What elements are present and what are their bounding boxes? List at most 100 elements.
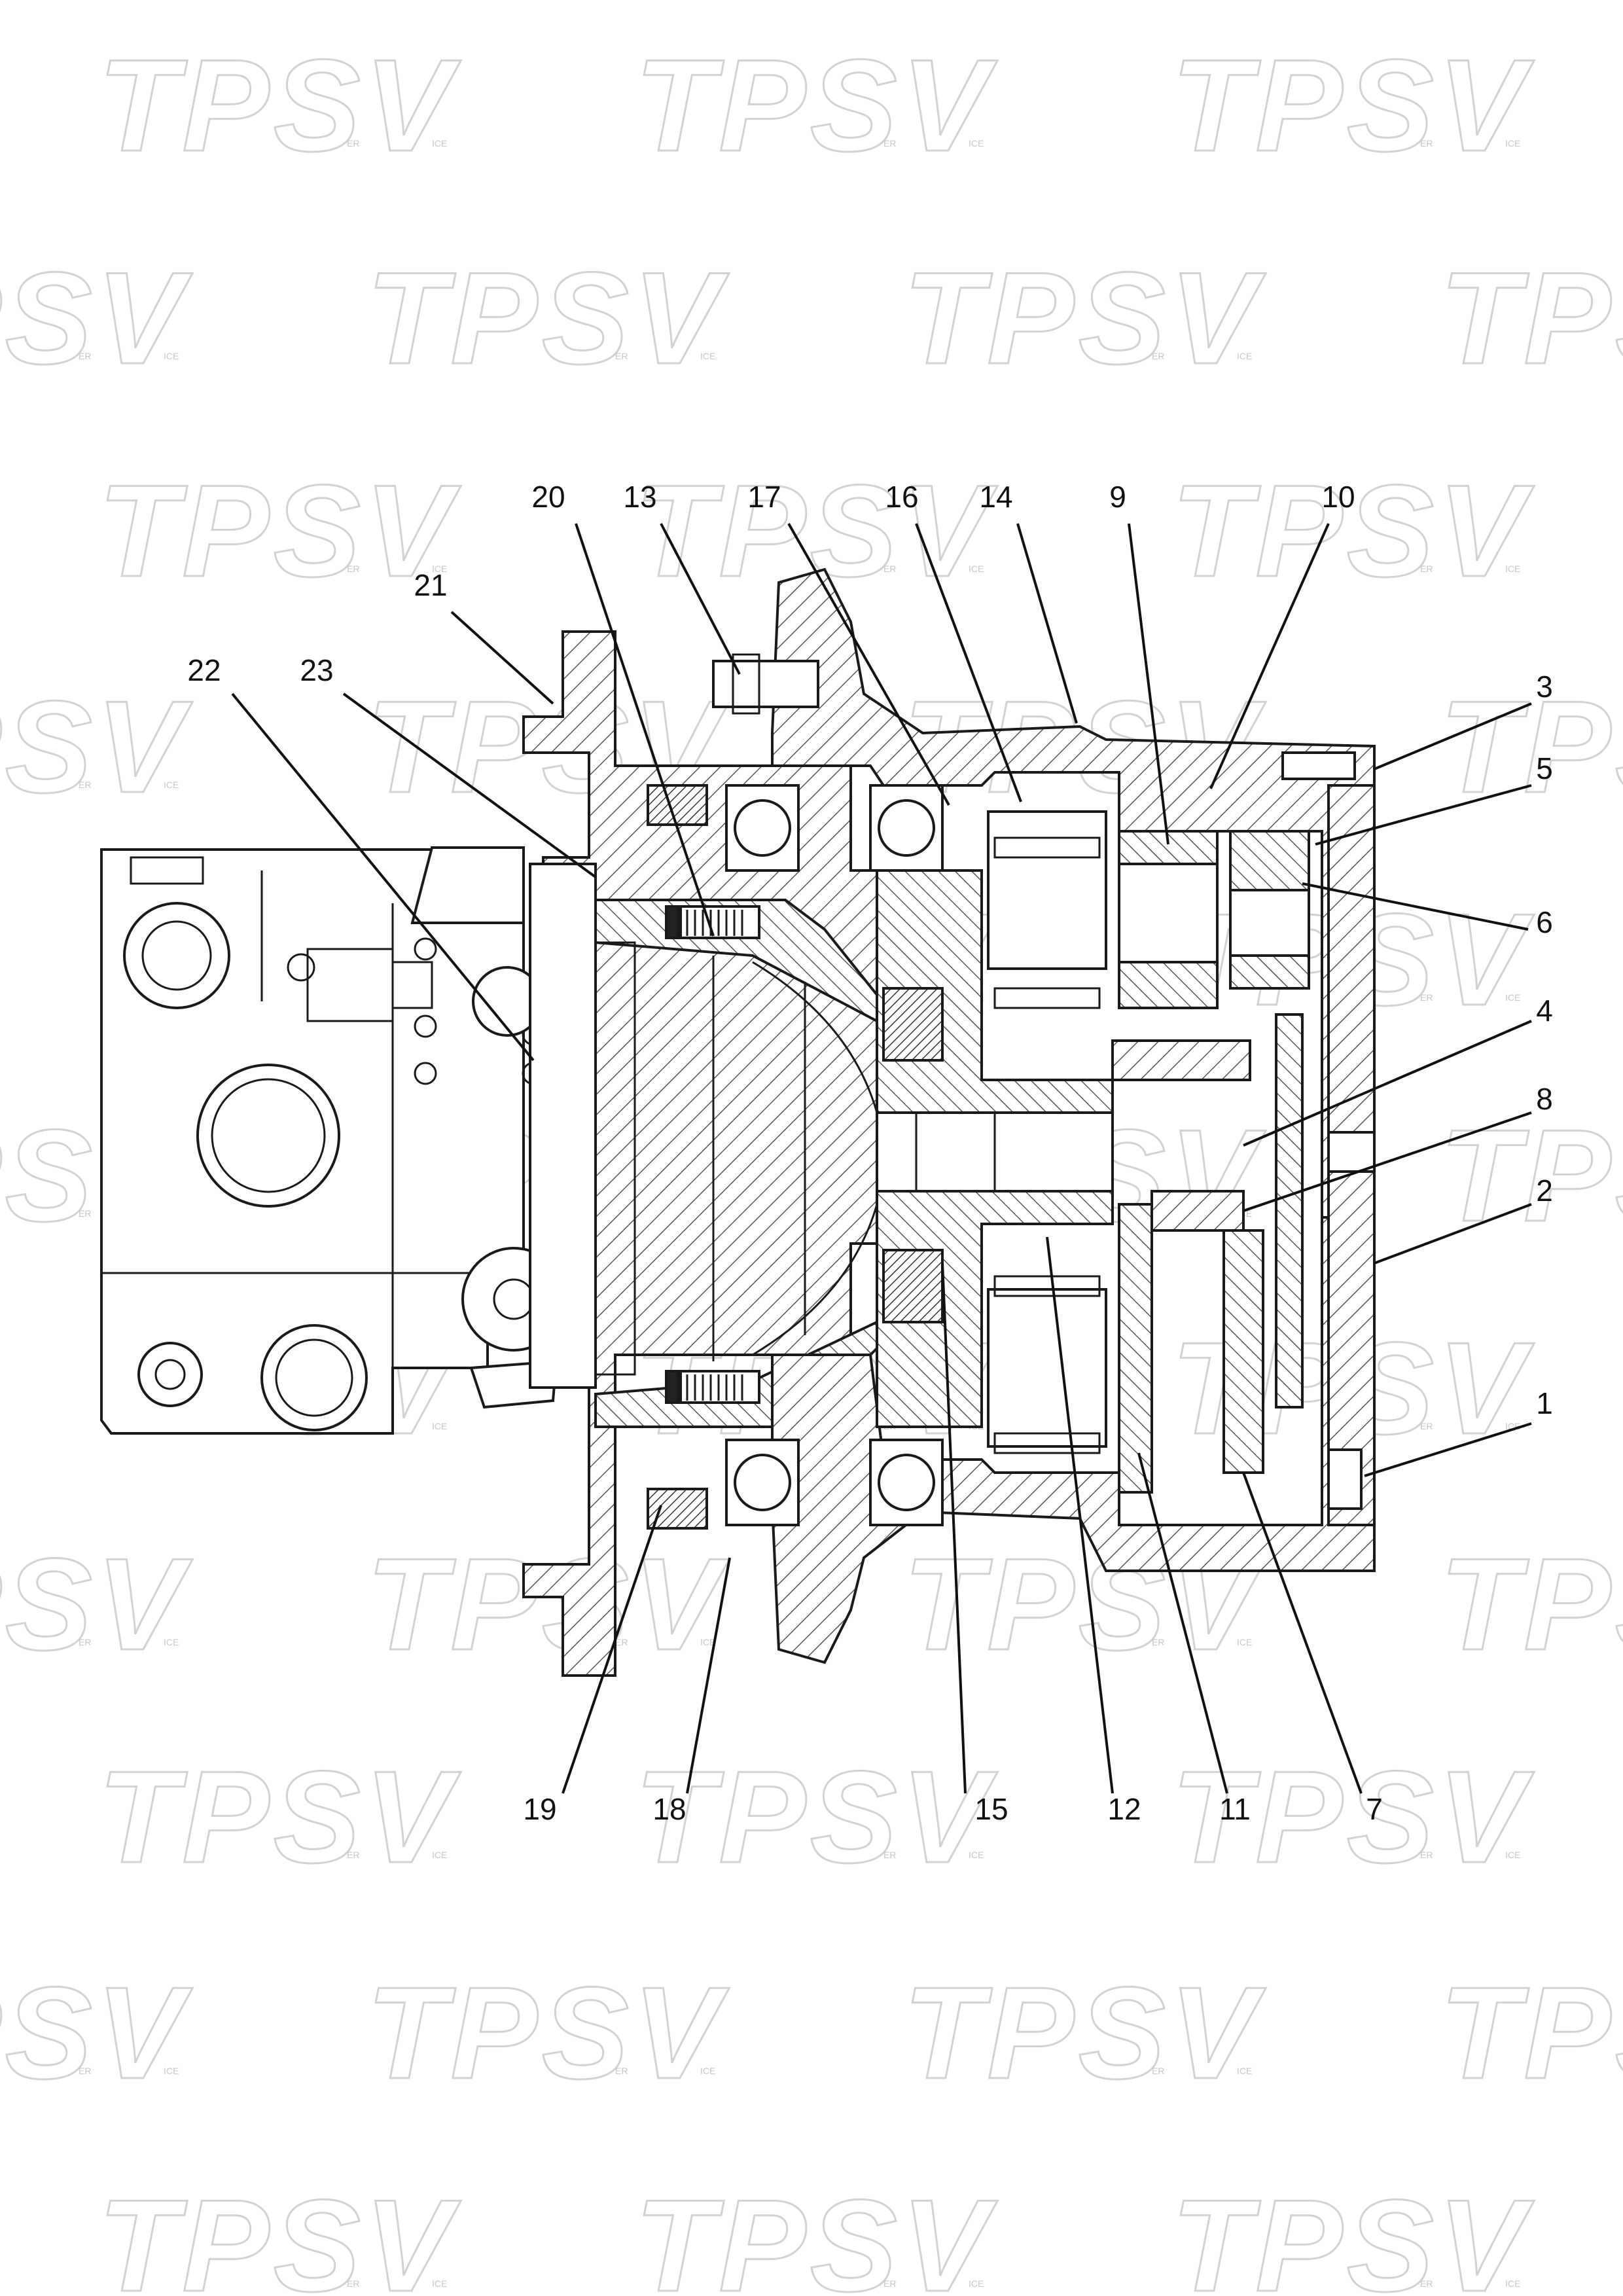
callout-label-16: 16	[885, 480, 918, 514]
seals	[647, 784, 708, 1530]
watermark-sub-left: ER	[79, 351, 91, 361]
leader-line-7	[1242, 1472, 1363, 1794]
watermark-logo: TPSV	[1171, 2173, 1535, 2296]
watermark-logo: TPSV	[903, 1960, 1266, 2106]
brake-flange	[522, 630, 911, 1677]
watermark-sub-left: ER	[79, 1208, 91, 1219]
watermark-sub-left: ER	[883, 1850, 896, 1860]
watermark-sub-right: ICE	[969, 138, 984, 149]
watermark-sub-left: ER	[347, 2278, 359, 2289]
watermark-sub-left: ER	[1420, 1421, 1433, 1431]
callout-label-1: 1	[1536, 1386, 1553, 1420]
callout-label-5: 5	[1536, 751, 1553, 785]
watermark-sub-left: ER	[883, 564, 896, 574]
leader-line-10	[1209, 523, 1330, 789]
callout-label-20: 20	[531, 480, 565, 514]
watermark-logo: TPSV	[98, 1744, 461, 1890]
watermark-logo: TPSV	[1440, 245, 1623, 391]
callout-label-17: 17	[747, 480, 781, 514]
watermark-sub-left: ER	[615, 351, 628, 361]
watermark-sub-left: ER	[883, 2278, 896, 2289]
callout-label-12: 12	[1107, 1792, 1141, 1826]
watermark-sub-left: ER	[79, 1637, 91, 1647]
watermark-sub-right: ICE	[1505, 1850, 1520, 1860]
leader-line-18	[686, 1557, 731, 1794]
watermark-sub-right: ICE	[432, 1850, 447, 1860]
main-bearings	[725, 784, 944, 1526]
watermark-sub-right: ICE	[164, 351, 179, 361]
leader-line-17	[787, 523, 950, 806]
callout-label-19: 19	[523, 1792, 556, 1826]
watermark-logo: TPSV	[1440, 1960, 1623, 2106]
watermark-logo: TPSV	[635, 1744, 998, 1890]
watermark-logo: TPSV	[366, 245, 730, 391]
watermark-logo: TPSV	[1171, 33, 1535, 179]
watermark-sub-right: ICE	[1237, 1637, 1252, 1647]
watermark-sub-left: ER	[79, 780, 91, 790]
watermark-sub-left: ER	[347, 564, 359, 574]
watermark-logo: TPSV	[903, 245, 1266, 391]
callout-label-3: 3	[1536, 670, 1553, 704]
watermark-logo: TPSV	[1440, 1532, 1623, 1677]
callout-label-6: 6	[1536, 905, 1553, 939]
watermark-logo: TPSV	[0, 674, 193, 820]
watermark-logo: TPSV	[635, 33, 998, 179]
watermark-logo: TPSV	[0, 245, 193, 391]
watermark-logo: TPSV	[635, 2173, 998, 2296]
callout-label-14: 14	[979, 480, 1012, 514]
callout-label-4: 4	[1536, 994, 1553, 1028]
callout-label-2: 2	[1536, 1174, 1553, 1208]
callout-label-9: 9	[1109, 480, 1126, 514]
watermark-sub-left: ER	[1420, 2278, 1433, 2289]
hub-housing	[712, 567, 1376, 1664]
cross-section-drawing	[100, 567, 1376, 1677]
watermark-sub-right: ICE	[1505, 2278, 1520, 2289]
watermark-sub-left: ER	[883, 138, 896, 149]
watermark-logo: TPSV	[0, 1532, 193, 1677]
leader-line-9	[1128, 523, 1169, 845]
watermark-sub-right: ICE	[432, 564, 447, 574]
watermark-sub-left: ER	[347, 1850, 359, 1860]
watermark-sub-right: ICE	[700, 2066, 715, 2076]
springs	[686, 910, 743, 1401]
watermark-sub-right: ICE	[164, 1637, 179, 1647]
watermark-sub-right: ICE	[700, 351, 715, 361]
watermark-sub-left: ER	[1152, 351, 1164, 361]
watermark-sub-left: ER	[615, 2066, 628, 2076]
bore	[594, 941, 878, 1376]
watermark-sub-left: ER	[1420, 138, 1433, 149]
watermark-sub-right: ICE	[700, 1637, 715, 1647]
callout-label-23: 23	[300, 653, 333, 687]
callout-label-18: 18	[652, 1792, 686, 1826]
callout-label-22: 22	[187, 653, 221, 687]
callout-label-11: 11	[1219, 1792, 1251, 1826]
watermark-sub-left: ER	[1152, 1637, 1164, 1647]
callout-label-8: 8	[1536, 1082, 1553, 1116]
watermark-logo: TPSV	[1440, 1103, 1623, 1249]
callout-label-13: 13	[623, 480, 656, 514]
watermark-sub-right: ICE	[432, 2278, 447, 2289]
watermark-logo: TPSV	[98, 2173, 461, 2296]
watermark-sub-left: ER	[1420, 564, 1433, 574]
callout-label-15: 15	[974, 1792, 1008, 1826]
watermark-logo: TPSV	[1440, 674, 1623, 820]
leader-line-12	[1046, 1236, 1114, 1794]
leader-line-8	[1243, 1111, 1532, 1212]
leader-line-13	[660, 523, 741, 675]
watermark-sub-right: ICE	[1505, 992, 1520, 1003]
watermark-sub-right: ICE	[1505, 138, 1520, 149]
callout-label-7: 7	[1366, 1792, 1383, 1826]
leader-line-3	[1374, 702, 1532, 770]
watermark-sub-left: ER	[79, 2066, 91, 2076]
watermark-sub-right: ICE	[432, 1421, 447, 1431]
watermark-logo: TPSV	[366, 1960, 730, 2106]
callout-label-10: 10	[1321, 480, 1355, 514]
watermark-sub-right: ICE	[164, 780, 179, 790]
watermark-sub-left: ER	[1420, 992, 1433, 1003]
watermark-sub-right: ICE	[1237, 351, 1252, 361]
cover	[1327, 784, 1376, 1526]
leader-line-1	[1364, 1422, 1532, 1477]
watermark-logo: TPSV	[98, 33, 461, 179]
